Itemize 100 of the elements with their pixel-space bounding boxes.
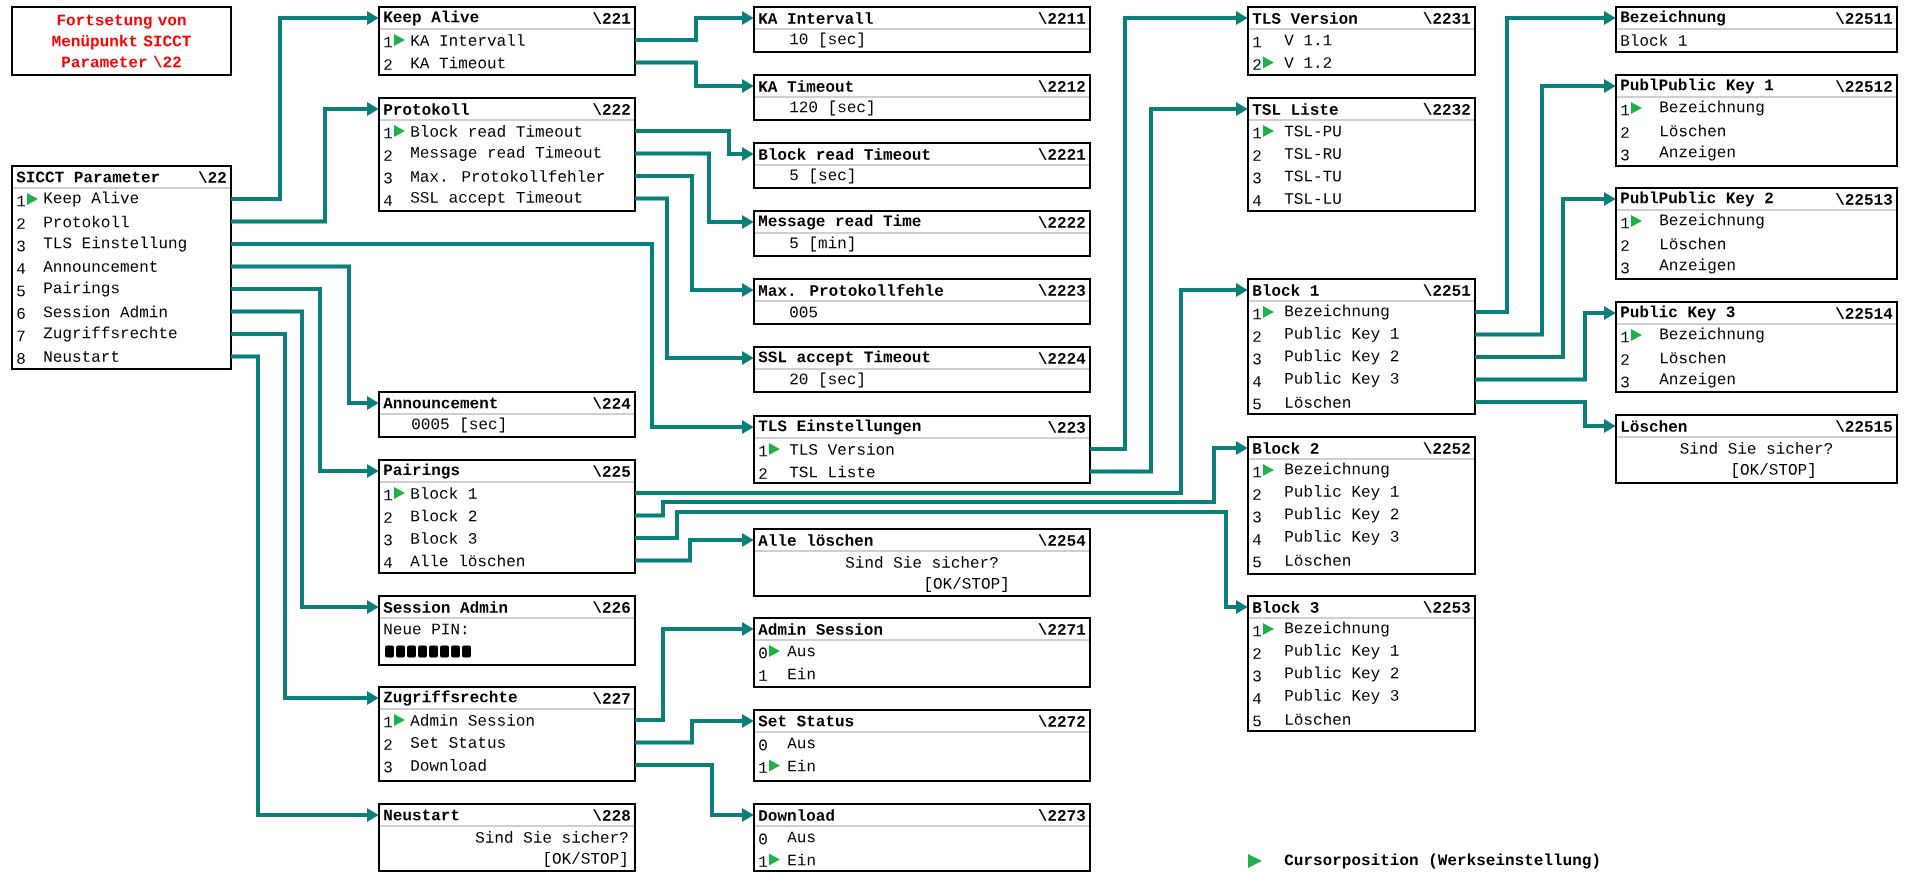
- menu-item: Public Key 3: [1285, 530, 1399, 545]
- item-number: 2: [17, 218, 25, 229]
- menu-title: Block read Timeout: [759, 148, 930, 160]
- menu-code: \2271: [1038, 623, 1086, 635]
- value-text: 5 [sec]: [790, 168, 854, 184]
- menu-item: V 1.2: [1284, 57, 1332, 68]
- item-number: 1: [1621, 331, 1630, 343]
- menu-title: PublPublic Key 2: [1621, 191, 1773, 207]
- menu-title: Alle löschen: [758, 534, 873, 546]
- menu-item: Bezeichnung: [1660, 100, 1764, 116]
- item-number: 4: [384, 195, 392, 206]
- menu-title: Message read Time: [759, 214, 921, 230]
- value-text: Neue PIN:: [384, 623, 466, 635]
- item-number: 0: [759, 833, 767, 845]
- menu-item: Bezeichnung: [1285, 304, 1389, 320]
- menu-box: [1615, 187, 1898, 280]
- menu-item: Pairings: [44, 281, 119, 297]
- item-number: 1: [1253, 36, 1262, 48]
- menu-item: Bezeichnung: [1285, 621, 1389, 637]
- prompt-text: Sind Sie sicher?: [475, 831, 628, 843]
- menu-title: TLS Version: [1252, 12, 1357, 24]
- menu-item: Message read Timeout: [411, 146, 601, 161]
- item-number: 1: [384, 36, 393, 48]
- menu-box: [1615, 301, 1898, 393]
- item-number: 1: [384, 489, 393, 501]
- menu-item: Public Key 2: [1285, 507, 1399, 523]
- item-number: 1: [759, 670, 768, 681]
- item-number: 3: [1253, 670, 1261, 682]
- item-number: 3: [1621, 376, 1629, 388]
- menu-code: \224: [593, 397, 631, 409]
- menu-box: [1247, 436, 1476, 575]
- menu-code: \225: [593, 465, 630, 477]
- note-box: Fortsetung von Menüpunkt SICCT Parameter \22: [11, 6, 232, 76]
- menu-title: Download: [759, 809, 834, 821]
- item-number: 1: [759, 762, 768, 773]
- menu-item: Public Key 3: [1285, 689, 1399, 704]
- item-number: 2: [1253, 59, 1261, 70]
- menu-code: \2224: [1038, 352, 1086, 364]
- menu-item: TSL-PU: [1284, 125, 1341, 137]
- menu-item: Anzeigen: [1659, 372, 1735, 388]
- menu-title: Session Admin: [383, 601, 508, 613]
- menu-item: Neustart: [44, 351, 119, 362]
- item-number: 2: [1253, 489, 1261, 500]
- value-text: 005: [790, 306, 817, 318]
- menu-box: [753, 803, 1091, 872]
- prompt-text: Sind Sie sicher?: [845, 556, 998, 568]
- menu-code: \2223: [1038, 284, 1085, 296]
- item-number: 2: [1621, 127, 1629, 138]
- menu-item: Ein: [788, 667, 815, 680]
- value-text: Block 1: [1621, 34, 1687, 46]
- menu-code: \2231: [1423, 12, 1471, 24]
- menu-title: KA Intervall: [759, 12, 873, 24]
- value-text: 20 [sec]: [790, 372, 863, 388]
- menu-item: Max. Protokollfehler: [411, 170, 604, 182]
- menu-item: Alle löschen: [410, 554, 524, 567]
- menu-box: [753, 142, 1091, 189]
- menu-box: [1615, 414, 1898, 484]
- item-number: 7: [17, 330, 25, 342]
- legend-text: Cursorposition (Werkseinstellung): [1284, 853, 1599, 869]
- item-number: 4: [17, 263, 25, 274]
- item-number: 3: [1621, 262, 1629, 274]
- item-number: 1: [759, 856, 768, 867]
- menu-item: Public Key 1: [1285, 644, 1399, 659]
- menu-code: \2221: [1038, 148, 1086, 160]
- menu-item: Löschen: [1661, 124, 1725, 137]
- item-number: 5: [17, 285, 25, 297]
- menu-item: Ein: [788, 759, 815, 772]
- menu-box: [378, 6, 636, 76]
- item-number: 1: [384, 716, 393, 728]
- menu-box: [1247, 6, 1476, 76]
- menu-item: TSL-LU: [1284, 193, 1341, 204]
- menu-item: Keep Alive: [44, 191, 139, 207]
- menu-item: TSL Liste: [789, 465, 875, 478]
- item-number: 2: [1253, 648, 1261, 659]
- item-number: 8: [17, 353, 25, 364]
- item-number: 5: [1253, 715, 1261, 727]
- item-number: 1: [1253, 466, 1262, 478]
- menu-code: \22: [198, 171, 226, 183]
- menu-box: [753, 278, 1091, 325]
- menu-code: \22512: [1835, 80, 1892, 92]
- menu-box: [753, 617, 1091, 688]
- menu-item: Admin Session: [410, 714, 534, 726]
- item-number: 6: [17, 308, 25, 319]
- menu-title: Zugriffsrechte: [383, 690, 517, 706]
- menu-code: \2254: [1038, 534, 1086, 546]
- menu-item: Public Key 3: [1285, 372, 1399, 387]
- menu-item: Aus: [787, 737, 815, 749]
- menu-code: \2272: [1038, 715, 1085, 727]
- value-text: 0005 [sec]: [412, 417, 504, 433]
- item-number: 2: [384, 512, 392, 523]
- item-number: 3: [1253, 511, 1261, 523]
- menu-title: KA Timeout: [759, 80, 853, 92]
- menu-title: Block 1: [1253, 284, 1319, 296]
- menu-item: Anzeigen: [1659, 145, 1735, 161]
- menu-title: Keep Alive: [384, 10, 479, 26]
- prompt-text: [OK/STOP]: [545, 852, 626, 867]
- menu-code: \2211: [1038, 12, 1086, 24]
- item-number: 3: [384, 534, 392, 546]
- item-number: 4: [1253, 376, 1261, 387]
- menu-box: [378, 803, 636, 872]
